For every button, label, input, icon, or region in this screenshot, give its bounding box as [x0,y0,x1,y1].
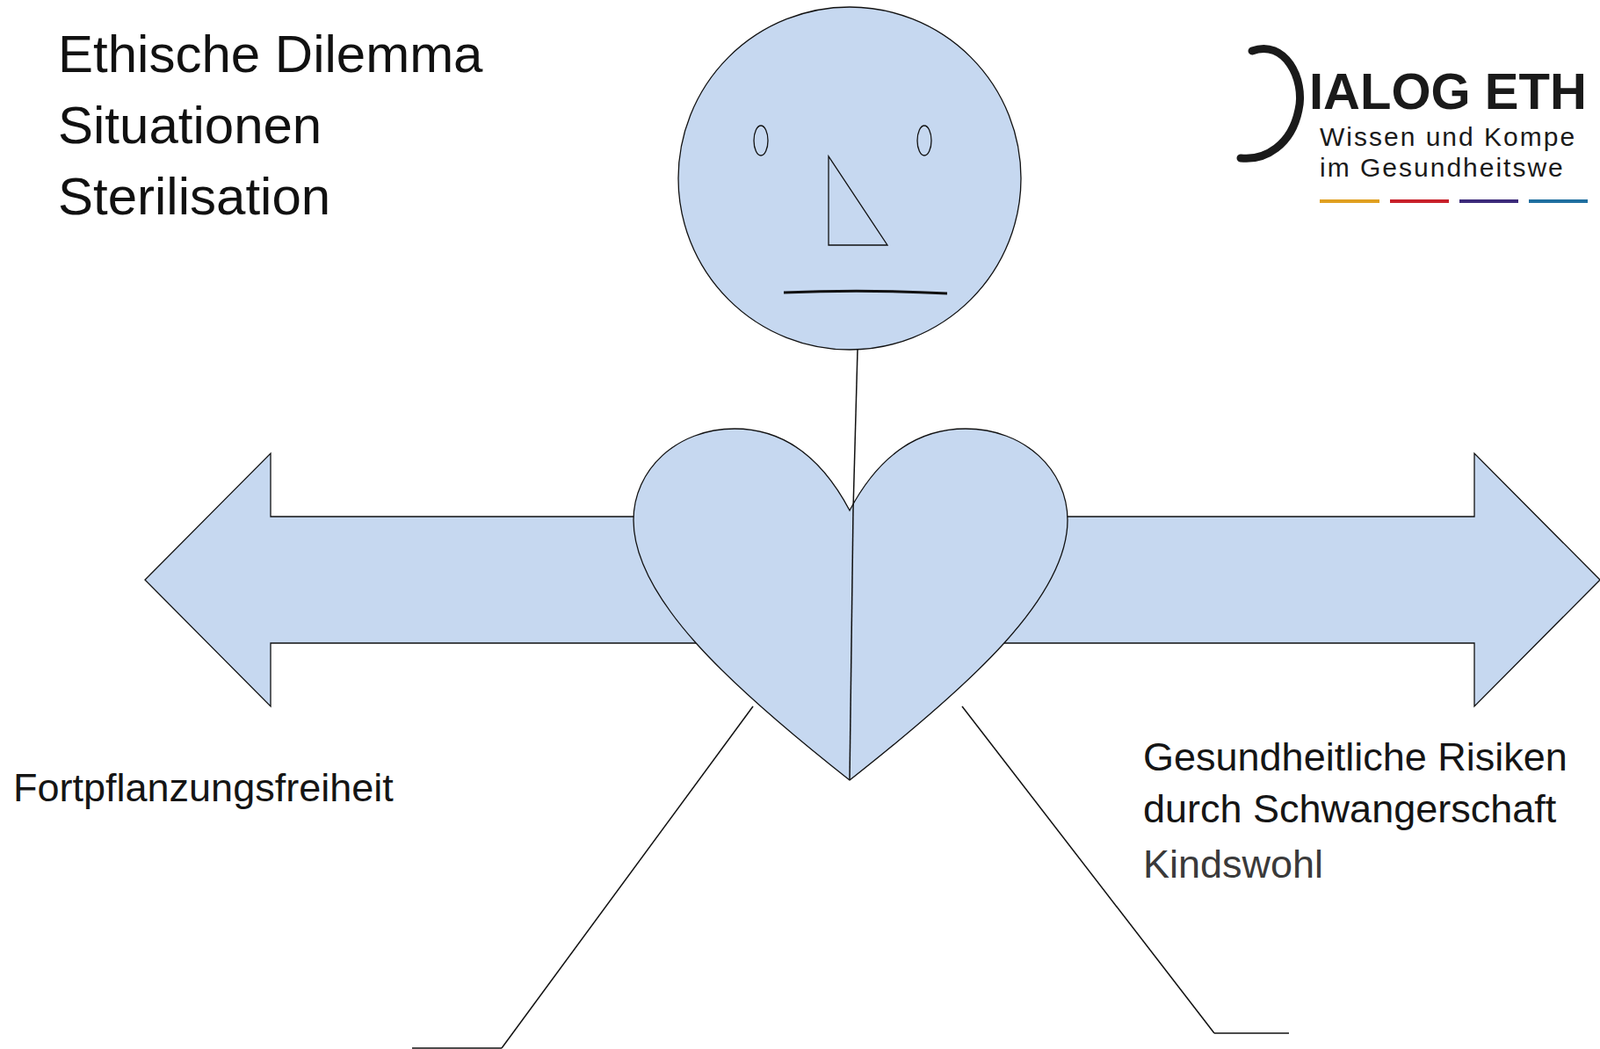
logo-stripe [1390,199,1449,203]
logo-subtitle: Wissen und Kompe [1319,123,1577,151]
heart-divider [849,510,854,781]
eye [753,125,768,156]
logo-text: IALOG ETH [1309,65,1587,117]
value-label: Fortpflanzungsfreiheit [13,762,394,815]
logo-mark [1240,48,1301,159]
head [678,7,1021,350]
right-foot [1214,1032,1289,1035]
left-foot [412,1047,502,1049]
logo-stripe [1528,199,1588,203]
value-label: Kindswohl [1143,839,1324,891]
mouth [783,290,948,294]
left-leg [501,706,753,1049]
value-label: Gesundheitliche Risiken durch Schwangers… [1143,731,1583,836]
neck [853,349,858,511]
logo-stripe [1319,199,1380,203]
logo-stripe [1459,199,1519,203]
nose [828,156,888,246]
diagram-title: Ethische Dilemma Situationen Sterilisati… [57,18,533,232]
heart-body [633,428,1068,781]
logo-subtitle: im Gesundheitswe [1319,154,1565,181]
eye [917,125,932,156]
